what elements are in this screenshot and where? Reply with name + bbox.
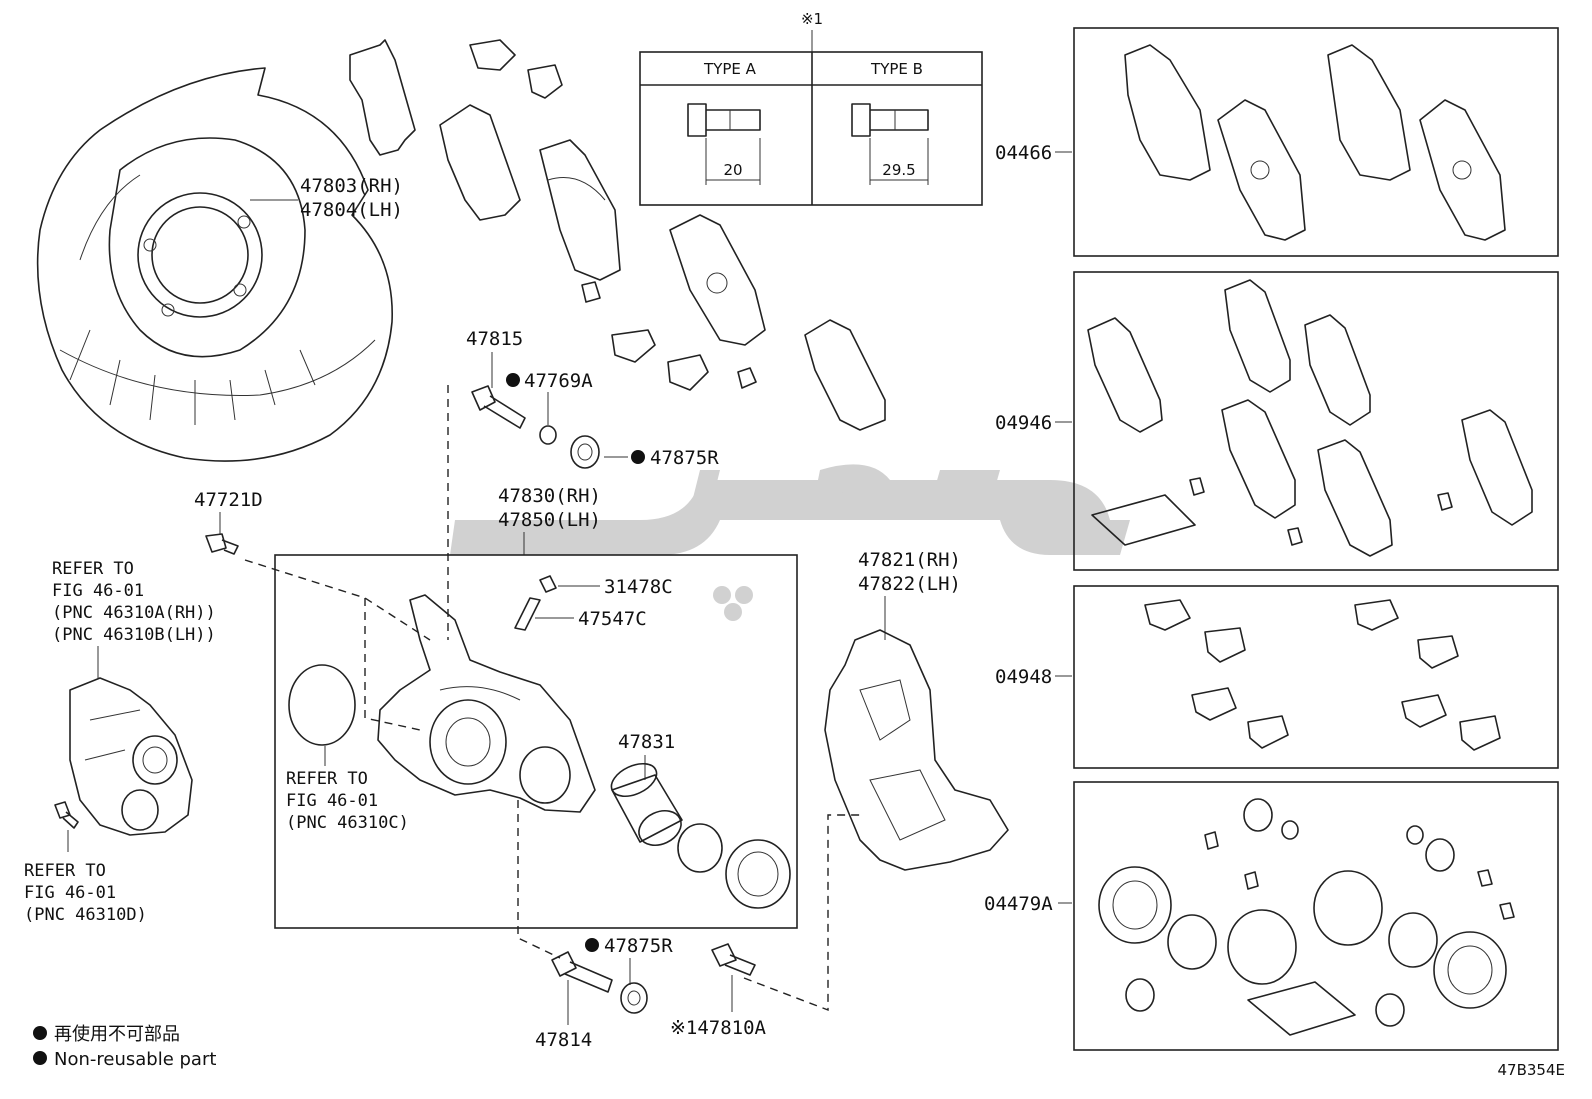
type-a-header: TYPE A xyxy=(703,60,757,78)
refer-center-line2: FIG 46-01 xyxy=(286,791,378,811)
pad-shims-top xyxy=(349,39,886,431)
kit-box-04466 xyxy=(1073,27,1559,257)
kit-04479a-seals xyxy=(1098,798,1515,1036)
kit-04948-clips xyxy=(1144,599,1501,751)
label-04479a: 04479A xyxy=(984,893,1053,915)
bolt-type-b-icon: 29.5 xyxy=(851,103,929,185)
refer-left-top-line1: REFER TO xyxy=(52,559,134,579)
label-47547c: 47547C xyxy=(578,608,647,630)
caliper-o-ring xyxy=(288,664,356,746)
boot-47875r-bottom xyxy=(620,982,648,1014)
refer-left-bottom-line3: (PNC 46310D) xyxy=(24,905,147,925)
label-47831: 47831 xyxy=(618,731,675,753)
label-47814: 47814 xyxy=(535,1029,592,1051)
piston-boot xyxy=(725,839,791,909)
label-caliper-rh: 47830(RH) xyxy=(498,485,601,507)
non-reusable-bullet-icon xyxy=(33,1051,47,1065)
diagram-code: 47B354E xyxy=(1498,1061,1566,1079)
dim-a: 20 xyxy=(723,161,742,179)
caliper-mounting xyxy=(824,629,1009,871)
refer-left-bottom-line2: FIG 46-01 xyxy=(24,883,116,903)
caliper-body xyxy=(377,594,596,813)
label-47721d: 47721D xyxy=(194,489,263,511)
bleeder-cap-31478c xyxy=(539,575,557,593)
label-04946: 04946 xyxy=(995,412,1052,434)
label-caliper-lh: 47850(LH) xyxy=(498,509,601,531)
bolt-47721d xyxy=(205,533,239,555)
label-47815: 47815 xyxy=(466,328,523,350)
watermark-logo xyxy=(450,464,1130,621)
parking-brake-motor xyxy=(69,677,193,836)
label-mount-lh: 47822(LH) xyxy=(858,573,961,595)
non-reusable-bullet-icon xyxy=(631,450,645,464)
refer-left-top-line4: (PNC 46310B(LH)) xyxy=(52,625,216,645)
label-47769a: 47769A xyxy=(524,370,593,392)
label-04466: 04466 xyxy=(995,142,1052,164)
kit-04466-pads xyxy=(1124,44,1506,241)
label-47810a: ※147810A xyxy=(670,1017,767,1039)
guide-pin-47814 xyxy=(551,951,613,993)
non-reusable-bullet-icon xyxy=(33,1026,47,1040)
bolt-47810a xyxy=(711,943,756,976)
non-reusable-bullet-icon xyxy=(506,373,520,387)
label-shield-lh: 47804(LH) xyxy=(300,199,403,221)
table-note: ※1 xyxy=(801,10,823,28)
boot-47875r-top xyxy=(570,435,600,469)
kit-box-04479a xyxy=(1073,781,1559,1051)
non-reusable-bullet-icon xyxy=(585,938,599,952)
refer-left-bottom-line1: REFER TO xyxy=(24,861,106,881)
dust-shield xyxy=(36,67,393,462)
bleeder-plug-47547c xyxy=(514,597,541,631)
kit-04946-shims xyxy=(1087,279,1533,557)
label-47875r-top: 47875R xyxy=(650,447,719,469)
refer-left-top-line3: (PNC 46310A(RH)) xyxy=(52,603,216,623)
label-47875r-bot: 47875R xyxy=(604,935,673,957)
bolt-type-a-icon: 20 xyxy=(687,103,761,185)
refer-left-top-line2: FIG 46-01 xyxy=(52,581,144,601)
label-31478c: 31478C xyxy=(604,576,673,598)
piston-seal xyxy=(677,823,723,873)
kit-box-04946 xyxy=(1073,271,1559,571)
dim-b: 29.5 xyxy=(882,161,915,179)
label-mount-rh: 47821(RH) xyxy=(858,549,961,571)
motor-bolt xyxy=(54,801,79,829)
refer-center-line3: (PNC 46310C) xyxy=(286,813,409,833)
bolt-type-table: ※1 TYPE A TYPE B 20 29.5 xyxy=(639,10,983,206)
type-b-header: TYPE B xyxy=(870,60,923,78)
legend-english: Non-reusable part xyxy=(54,1049,216,1070)
label-04948: 04948 xyxy=(995,666,1052,688)
refer-center-line1: REFER TO xyxy=(286,769,368,789)
legend-japanese: 再使用不可部品 xyxy=(54,1024,180,1045)
piston-47831 xyxy=(610,762,683,847)
guide-pin-47815 xyxy=(471,385,526,429)
caliper-assembly-box xyxy=(274,554,798,929)
bushing-47769a xyxy=(539,425,557,445)
kit-box-04948 xyxy=(1073,585,1559,769)
label-shield-rh: 47803(RH) xyxy=(300,175,403,197)
